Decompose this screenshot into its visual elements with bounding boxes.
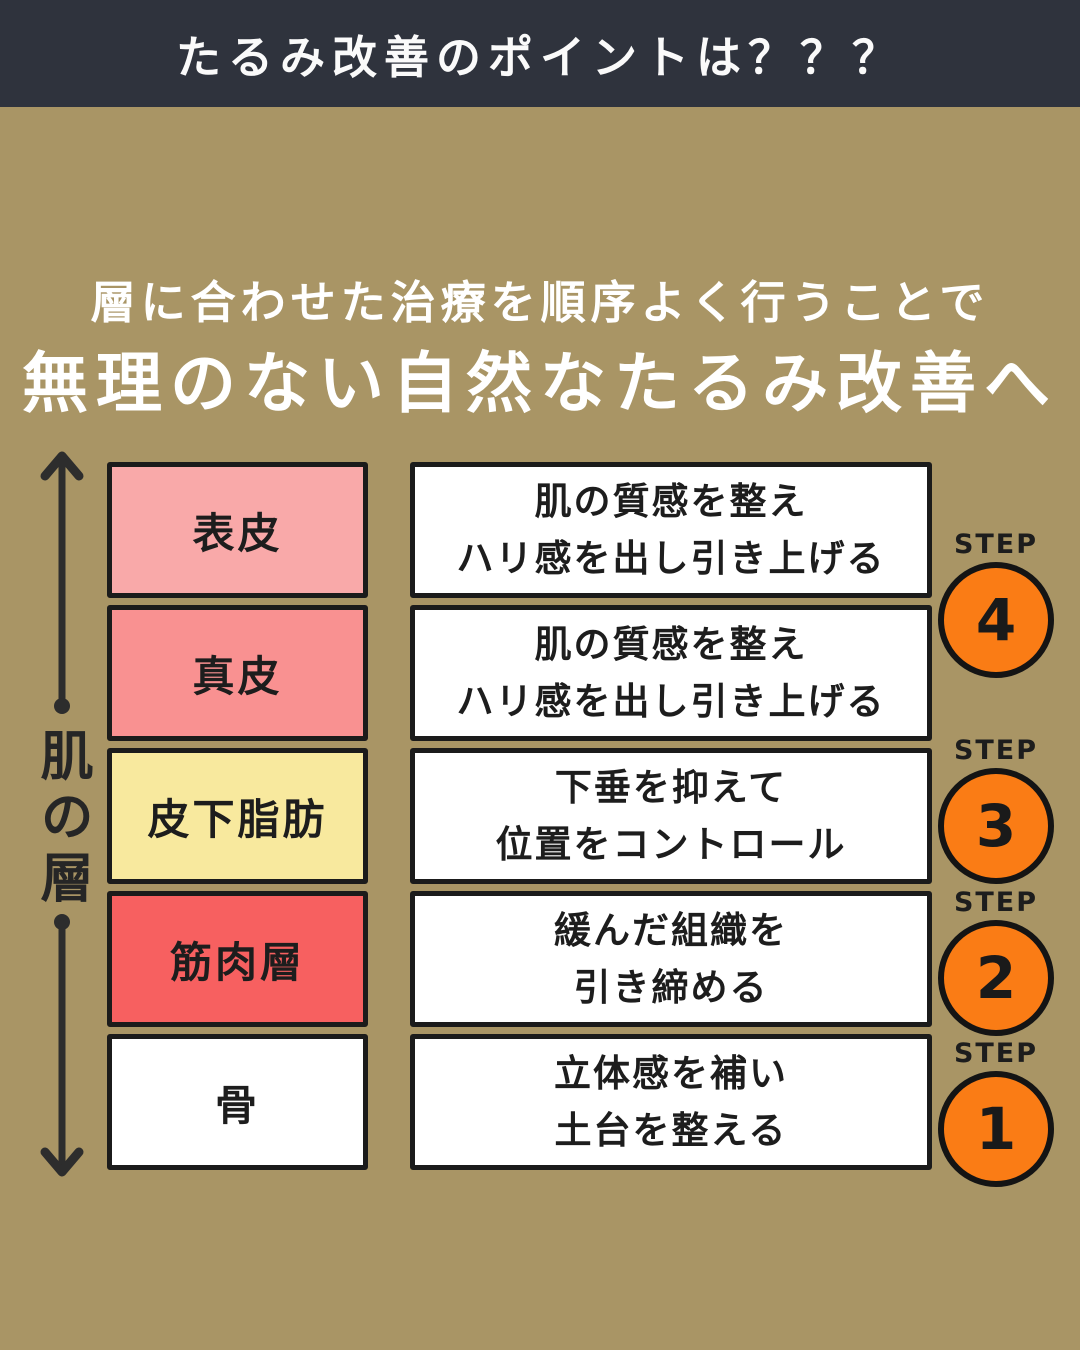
treatment-box: 肌の質感を整え ハリ感を出し引き上げる (410, 462, 932, 598)
treatment-line-1: 緩んだ組織を (554, 908, 788, 952)
layer-row-muscle: 筋肉層 緩んだ組織を 引き締める (0, 891, 1080, 1027)
layer-box-muscle: 筋肉層 (107, 891, 368, 1027)
step-label: STEP (953, 887, 1039, 918)
header-bar: たるみ改善のポイントは？？？ (0, 0, 1080, 107)
layer-row-bone: 骨 立体感を補い 土台を整える (0, 1034, 1080, 1170)
step-badge-2: STEP 2 (938, 888, 1054, 1036)
treatment-box: 緩んだ組織を 引き締める (410, 891, 932, 1027)
step-badge-4: STEP 4 (938, 530, 1054, 678)
layer-box-subcutaneous-fat: 皮下脂肪 (107, 748, 368, 884)
axis-arrow-down-icon (40, 914, 84, 1177)
layer-label: 筋肉層 (169, 937, 305, 987)
treatment-line-1: 肌の質感を整え (534, 479, 808, 523)
step-badge-3: STEP 3 (938, 736, 1054, 884)
treatment-line-2: ハリ感を出し引き上げる (456, 537, 886, 580)
layer-row-epidermis: 表皮 肌の質感を整え ハリ感を出し引き上げる (0, 462, 1080, 598)
treatment-line-2: 土台を整える (554, 1109, 788, 1152)
treatment-box: 肌の質感を整え ハリ感を出し引き上げる (410, 605, 932, 741)
layer-label: 皮下脂肪 (147, 794, 328, 844)
layer-box-bone: 骨 (107, 1034, 368, 1170)
step-number-circle: 2 (938, 920, 1054, 1036)
axis-arrow-up-icon (40, 451, 84, 714)
skin-layers-axis-label: 肌の層 (32, 727, 93, 911)
layer-row-subcutaneous-fat: 皮下脂肪 下垂を抑えて 位置をコントロール (0, 748, 1080, 884)
treatment-line-1: 立体感を補い (554, 1051, 788, 1095)
layer-label: 骨 (214, 1080, 260, 1130)
step-number-circle: 3 (938, 768, 1054, 884)
treatment-box: 下垂を抑えて 位置をコントロール (410, 748, 932, 884)
header-title: たるみ改善のポイントは？？？ (175, 31, 904, 84)
headline-subtitle: 層に合わせた治療を順序よく行うことで (90, 276, 990, 329)
step-badge-1: STEP 1 (938, 1039, 1054, 1187)
treatment-line-2: 引き締める (573, 966, 769, 1009)
step-number-circle: 4 (938, 562, 1054, 678)
treatment-line-1: 下垂を抑えて (554, 765, 788, 809)
step-label: STEP (953, 1038, 1039, 1069)
treatment-line-1: 肌の質感を整え (534, 622, 808, 666)
layer-label: 表皮 (192, 508, 283, 558)
step-label: STEP (953, 529, 1039, 560)
treatment-line-2: 位置をコントロール (495, 823, 847, 866)
layer-box-epidermis: 表皮 (107, 462, 368, 598)
treatment-line-2: ハリ感を出し引き上げる (456, 680, 886, 723)
step-number-circle: 1 (938, 1071, 1054, 1187)
layer-box-dermis: 真皮 (107, 605, 368, 741)
layer-row-dermis: 真皮 肌の質感を整え ハリ感を出し引き上げる (0, 605, 1080, 741)
step-label: STEP (953, 735, 1039, 766)
treatment-box: 立体感を補い 土台を整える (410, 1034, 932, 1170)
headline-title: 無理のない自然なたるみ改善へ (22, 345, 1058, 422)
layer-label: 真皮 (192, 651, 283, 701)
